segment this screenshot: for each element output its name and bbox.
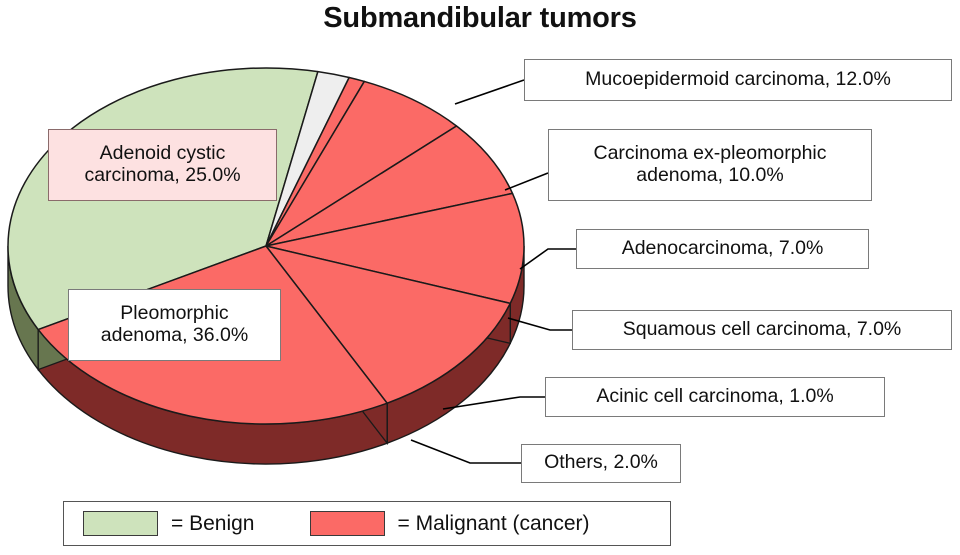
pie-slice-carcinoma-ex-pleomorphic-adenoma[interactable]	[265, 192, 525, 305]
legend-entry-malignant[interactable]: = Malignant (cancer)	[309, 511, 590, 536]
callout-leader-lines	[410, 79, 576, 464]
callout-carcinoma-ex-line2: adenoma, 10.0%	[636, 163, 784, 186]
legend-swatch-benign	[83, 511, 158, 536]
callout-acinic-cell-carcinoma[interactable]: Acinic cell carcinoma, 1.0%	[545, 377, 885, 417]
leader-line-carcinoma-ex	[504, 172, 549, 191]
leader-line-squamous	[507, 317, 572, 331]
callout-pleomorphic-line1: Pleomorphic	[120, 301, 229, 324]
pie-top-slices	[7, 67, 525, 425]
callout-pleomorphic-line2: adenoma, 36.0%	[100, 323, 249, 346]
callout-adenocarcinoma[interactable]: Adenocarcinoma, 7.0%	[576, 229, 869, 269]
pie-slice-squamous-cell-carcinoma[interactable]	[265, 80, 458, 247]
legend-entry-benign[interactable]: = Benign	[83, 511, 255, 536]
pie-slice-adenocarcinoma[interactable]	[265, 125, 514, 247]
legend: = Benign = Malignant (cancer)	[63, 501, 671, 546]
callout-squamous-label: Squamous cell carcinoma, 7.0%	[622, 317, 902, 340]
legend-swatch-malignant	[309, 511, 385, 536]
callout-others[interactable]: Others, 2.0%	[521, 444, 681, 483]
pie-slice-mucoepidermoid-carcinoma[interactable]	[265, 245, 511, 404]
callout-carcinoma-ex-pleomorphic[interactable]: Carcinoma ex-pleomorphic adenoma, 10.0%	[548, 129, 872, 201]
callout-acinic-label: Acinic cell carcinoma, 1.0%	[596, 384, 834, 407]
callout-squamous-cell-carcinoma[interactable]: Squamous cell carcinoma, 7.0%	[572, 310, 952, 350]
callout-mucoepidermoid-label: Mucoepidermoid carcinoma, 12.0%	[585, 67, 891, 90]
leader-line-adenocarcinoma	[519, 248, 576, 270]
leader-line-mucoepidermoid	[454, 79, 525, 105]
callout-carcinoma-ex-line1: Carcinoma ex-pleomorphic	[593, 141, 827, 164]
callout-mucoepidermoid[interactable]: Mucoepidermoid carcinoma, 12.0%	[524, 59, 952, 101]
page-title: Submandibular tumors	[323, 2, 637, 34]
callout-adenoid-line1: Adenoid cystic	[99, 141, 226, 164]
leader-line-acinic	[442, 396, 545, 410]
legend-label-benign: = Benign	[171, 511, 255, 535]
callout-adenoid-cystic-carcinoma[interactable]: Adenoid cystic carcinoma, 25.0%	[48, 129, 277, 201]
leader-line-others	[410, 439, 521, 464]
callout-pleomorphic-adenoma[interactable]: Pleomorphic adenoma, 36.0%	[68, 289, 281, 361]
legend-label-malignant: = Malignant (cancer)	[397, 511, 590, 535]
callout-others-label: Others, 2.0%	[544, 451, 658, 474]
callout-adenocarcinoma-label: Adenocarcinoma, 7.0%	[621, 236, 824, 259]
callout-adenoid-line2: carcinoma, 25.0%	[84, 163, 241, 186]
